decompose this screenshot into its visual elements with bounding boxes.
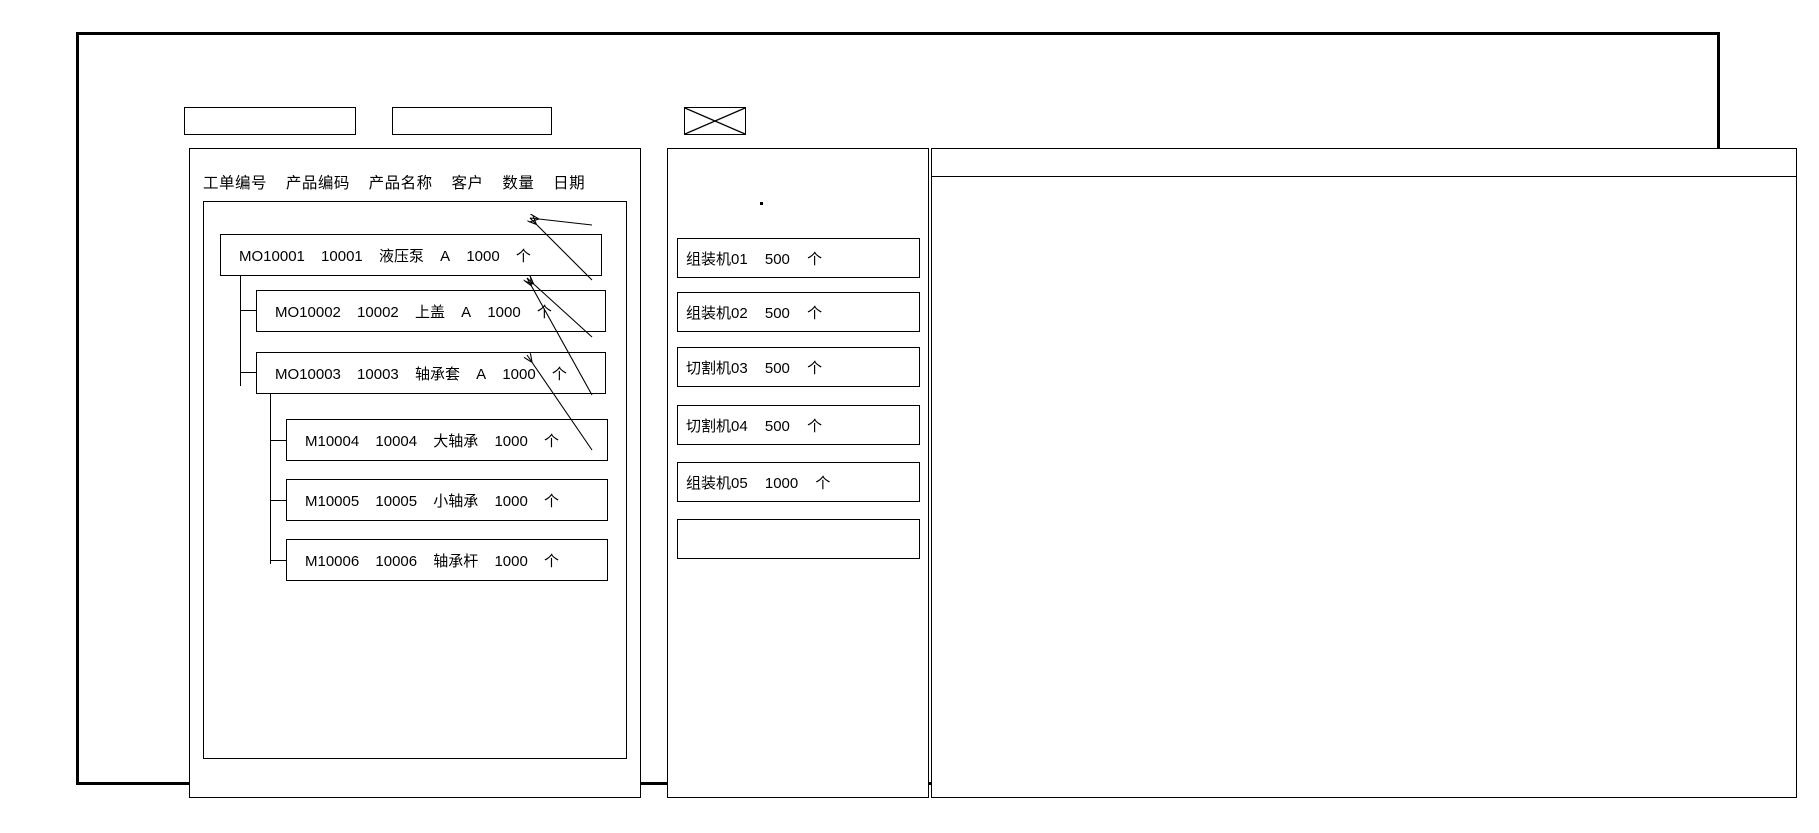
machine-assignment-panel: 组装机01 500 个 组装机02 500 个 切割机03 500 个 xyxy=(667,148,929,798)
cell-order-no: M10005 xyxy=(305,492,360,510)
cell-unit: 个 xyxy=(544,552,560,570)
cell-product-code: 10003 xyxy=(357,365,399,383)
tree-row[interactable]: MO10001 10001 液压泵 A 1000 个 xyxy=(220,234,602,276)
panel-marker-dot xyxy=(760,202,763,205)
cell-quantity: 500 xyxy=(764,250,790,268)
cell-product-name: 大轴承 xyxy=(433,432,479,450)
column-header-customer: 客户 xyxy=(451,175,484,192)
tree-row[interactable]: M10004 10004 大轴承 1000 个 xyxy=(286,419,608,461)
detail-panel-divider xyxy=(932,176,1796,178)
cell-order-no: MO10002 xyxy=(275,303,341,321)
machine-row-empty[interactable] xyxy=(677,519,920,559)
cell-product-code: 10002 xyxy=(357,303,399,321)
cell-unit: 个 xyxy=(551,365,567,383)
image-placeholder-x-icon xyxy=(685,108,745,134)
cell-product-name: 上盖 xyxy=(414,303,445,321)
work-order-tree[interactable]: MO10001 10001 液压泵 A 1000 个 MO10002 10002… xyxy=(203,201,627,759)
cell-unit: 个 xyxy=(515,247,531,265)
cell-product-code: 10004 xyxy=(375,432,418,450)
cell-order-no: M10004 xyxy=(305,432,360,450)
column-header-product-name: 产品名称 xyxy=(368,175,433,192)
cell-machine: 切割机04 xyxy=(686,417,748,435)
cell-quantity: 1000 xyxy=(494,432,528,450)
tree-guide-branch-1 xyxy=(240,310,257,312)
cell-quantity: 500 xyxy=(764,417,790,435)
cell-product-code: 10006 xyxy=(375,552,418,570)
tree-row[interactable]: MO10003 10003 轴承套 A 1000 个 xyxy=(256,352,606,394)
column-header-date: 日期 xyxy=(553,175,586,192)
cell-quantity: 500 xyxy=(764,359,790,377)
cell-quantity: 1000 xyxy=(466,247,500,265)
toolbar-filter-field[interactable] xyxy=(392,107,552,135)
cell-machine: 组装机05 xyxy=(686,474,748,492)
cell-quantity: 500 xyxy=(764,304,790,322)
cell-order-no: MO10003 xyxy=(275,365,341,383)
column-header-product-code: 产品编码 xyxy=(285,175,350,192)
cell-product-name: 液压泵 xyxy=(378,247,424,265)
tree-row[interactable]: M10005 10005 小轴承 1000 个 xyxy=(286,479,608,521)
cell-unit: 个 xyxy=(544,492,560,510)
machine-row[interactable]: 组装机05 1000 个 xyxy=(677,462,920,502)
machine-row[interactable]: 切割机03 500 个 xyxy=(677,347,920,387)
cell-unit: 个 xyxy=(544,432,560,450)
cell-customer: A xyxy=(476,365,487,383)
tree-guide-vertical-root xyxy=(240,276,242,386)
machine-row[interactable]: 组装机02 500 个 xyxy=(677,292,920,332)
cell-quantity: 1000 xyxy=(494,552,528,570)
detail-panel xyxy=(931,148,1797,798)
cell-unit: 个 xyxy=(807,250,823,268)
machine-row[interactable]: 切割机04 500 个 xyxy=(677,405,920,445)
tree-row[interactable]: MO10002 10002 上盖 A 1000 个 xyxy=(256,290,606,332)
tree-guide-branch-3 xyxy=(270,440,287,442)
cell-order-no: M10006 xyxy=(305,552,360,570)
cell-product-name: 轴承套 xyxy=(414,365,460,383)
tree-guide-branch-4 xyxy=(270,500,287,502)
tree-row[interactable]: M10006 10006 轴承杆 1000 个 xyxy=(286,539,608,581)
machine-row[interactable]: 组装机01 500 个 xyxy=(677,238,920,278)
cell-unit: 个 xyxy=(815,474,831,492)
cell-machine: 组装机01 xyxy=(686,250,748,268)
cell-product-name: 轴承杆 xyxy=(433,552,479,570)
cell-machine: 切割机03 xyxy=(686,359,748,377)
window-frame: 工单编号 产品编码 产品名称 客户 数量 日期 MO10001 xyxy=(76,32,1797,798)
work-order-panel: 工单编号 产品编码 产品名称 客户 数量 日期 MO10001 xyxy=(189,148,641,798)
tree-guide-branch-2 xyxy=(240,372,257,374)
cell-product-code: 10001 xyxy=(321,247,363,265)
cell-quantity: 1000 xyxy=(764,474,799,492)
cell-product-name: 小轴承 xyxy=(433,492,479,510)
cell-order-no: MO10001 xyxy=(239,247,305,265)
tree-guide-branch-5 xyxy=(270,560,287,562)
cell-unit: 个 xyxy=(807,359,823,377)
tree-guide-vertical-child xyxy=(270,394,272,564)
cell-product-code: 10005 xyxy=(375,492,418,510)
toolbar-image-placeholder[interactable] xyxy=(684,107,746,135)
column-header-quantity: 数量 xyxy=(502,175,535,192)
column-header-order-no: 工单编号 xyxy=(203,175,268,192)
cell-customer: A xyxy=(440,247,451,265)
cell-unit: 个 xyxy=(807,304,823,322)
cell-quantity: 1000 xyxy=(502,365,536,383)
cell-customer: A xyxy=(461,303,472,321)
cell-quantity: 1000 xyxy=(487,303,521,321)
cell-unit: 个 xyxy=(807,417,823,435)
cell-unit: 个 xyxy=(536,303,552,321)
toolbar-search-field[interactable] xyxy=(184,107,356,135)
column-header-row: 工单编号 产品编码 产品名称 客户 数量 日期 xyxy=(203,171,599,193)
cell-quantity: 1000 xyxy=(494,492,528,510)
cell-machine: 组装机02 xyxy=(686,304,748,322)
